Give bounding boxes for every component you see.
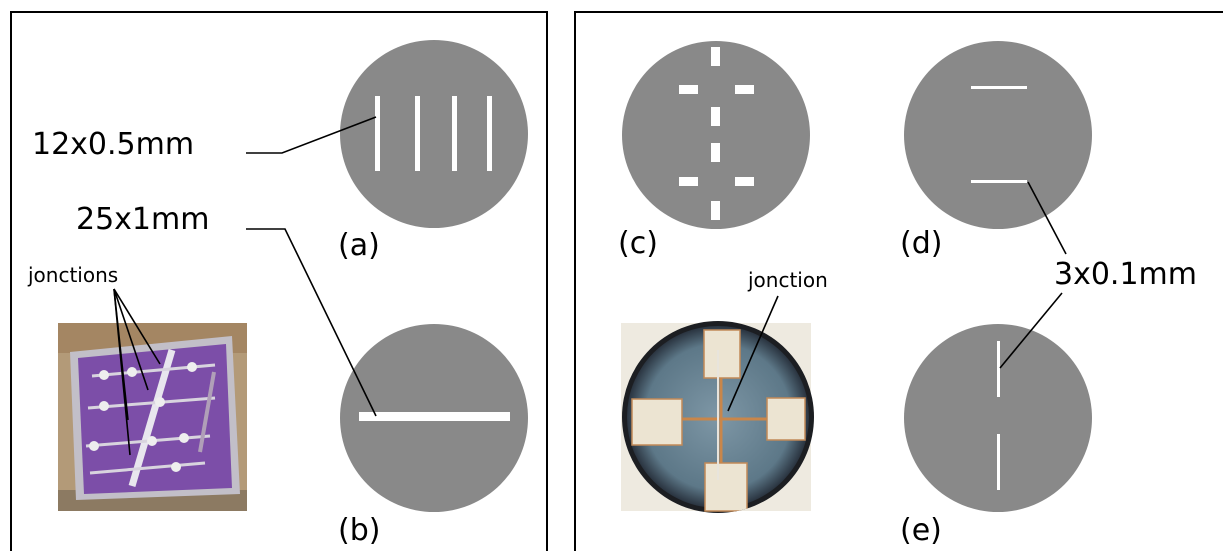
junction-pointers-left — [113, 288, 161, 456]
left-panel-frame — [10, 11, 548, 551]
slit-e-2 — [997, 434, 1000, 490]
photo-note-left: jonctions — [27, 263, 118, 287]
slit-d-1 — [971, 86, 1027, 89]
sample-disk-d — [904, 41, 1092, 229]
dimension-label-de: 3x0.1mm — [1054, 257, 1197, 292]
leader-line-d — [1027, 181, 1067, 255]
slot-a-2 — [415, 96, 420, 171]
photo-line-5 — [198, 371, 216, 453]
pad-c-5 — [711, 143, 720, 162]
photo-dot-1 — [99, 370, 109, 380]
photo-strip — [128, 349, 176, 487]
pointer-4 — [113, 288, 131, 456]
pointer-2 — [113, 288, 149, 391]
pad-c-1 — [711, 47, 720, 66]
photo-dot-5 — [155, 397, 165, 407]
pointer-1 — [113, 288, 161, 365]
subfigure-label-c: (c) — [618, 226, 658, 261]
photo-dot-3 — [187, 362, 197, 372]
pad-c-2 — [679, 85, 698, 94]
right-panel: jonction 3x0.1mm (c) (d) (e) — [574, 11, 1223, 551]
right-panel-frame — [574, 11, 1223, 551]
photo-dot-2 — [127, 367, 137, 377]
slot-a-3 — [452, 96, 457, 171]
disk-d — [904, 41, 1092, 229]
leader-line-e — [999, 292, 1063, 369]
photo-dot-7 — [147, 436, 157, 446]
subfigure-label-e: (e) — [900, 513, 942, 548]
slit-d-2 — [971, 180, 1027, 183]
disk-c — [622, 41, 810, 229]
pad-c-4 — [711, 107, 720, 126]
photo-pad-left — [631, 398, 683, 446]
dimension-label-a: 12x0.5mm — [32, 127, 194, 162]
photo-pad-right — [766, 397, 806, 441]
photo-pad-top — [703, 329, 741, 379]
photo-note-right: jonction — [747, 268, 828, 292]
photo-dot-8 — [179, 433, 189, 443]
sample-disk-c — [622, 41, 810, 229]
slit-e-1 — [997, 341, 1000, 397]
photo-line-2 — [87, 396, 216, 410]
dimension-label-b: 25x1mm — [76, 202, 209, 237]
leader-line-a — [246, 116, 377, 154]
left-panel: 12x0.5mm 25x1mm (a) (b) jonctions — [10, 11, 548, 551]
photo-line-4 — [89, 461, 206, 475]
pad-c-8 — [711, 201, 720, 220]
disk-e — [904, 324, 1092, 512]
subfigure-label-d: (d) — [900, 226, 942, 261]
subfigure-label-a: (a) — [338, 228, 380, 263]
photo-dot-6 — [89, 441, 99, 451]
photo-dot-9 — [171, 462, 181, 472]
slot-a-1 — [375, 96, 380, 171]
photo-junction-right — [621, 321, 814, 513]
photo-dot-4 — [99, 401, 109, 411]
sample-disk-b — [340, 324, 528, 512]
slot-b — [359, 412, 510, 421]
pad-c-3 — [735, 85, 754, 94]
sample-disk-a — [340, 40, 528, 228]
slot-a-4 — [487, 96, 492, 171]
pointer-junction — [727, 295, 779, 412]
sample-disk-e — [904, 324, 1092, 512]
pad-c-7 — [735, 177, 754, 186]
disk-a — [340, 40, 528, 228]
pad-c-6 — [679, 177, 698, 186]
leader-line-b — [246, 228, 377, 417]
photo-substrate-left — [58, 323, 247, 511]
subfigure-label-b: (b) — [338, 513, 380, 548]
photo-pad-bottom — [704, 462, 748, 512]
